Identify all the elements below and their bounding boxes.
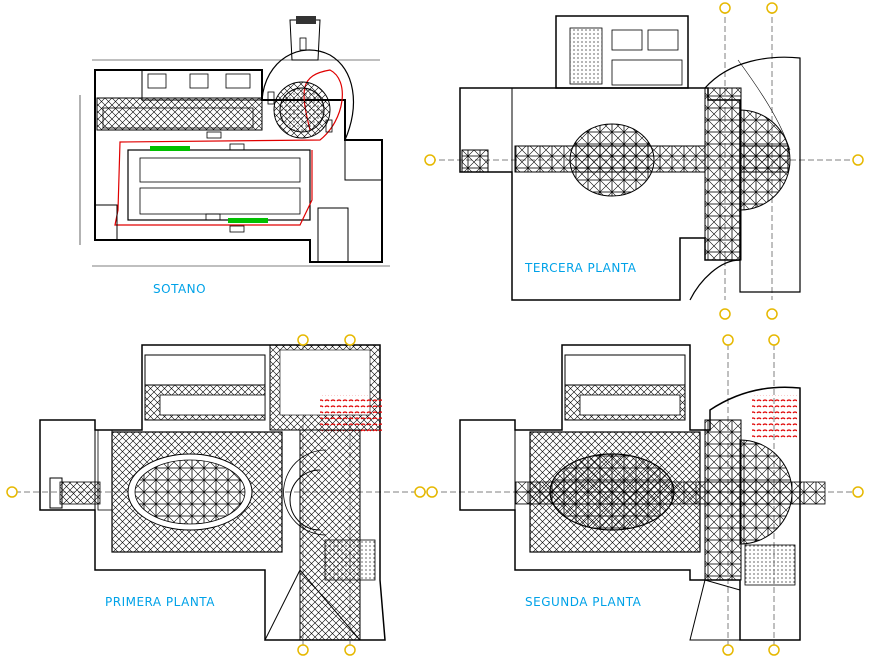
plan-segunda-planta: SEGUNDA PLANTA bbox=[432, 335, 862, 655]
plan-sotano: SOTANO bbox=[79, 16, 390, 296]
plan-title-tercera: TERCERA PLANTA bbox=[524, 261, 637, 275]
axis-markers bbox=[6, 2, 864, 656]
plan-primera-planta: PRIMERA PLANTA bbox=[15, 335, 430, 655]
plan-title-primera: PRIMERA PLANTA bbox=[105, 595, 215, 609]
plan-title-segunda: SEGUNDA PLANTA bbox=[525, 595, 642, 609]
plan-tercera-planta: TERCERA PLANTA bbox=[430, 8, 860, 301]
plan-title-sotano: SOTANO bbox=[153, 282, 206, 296]
